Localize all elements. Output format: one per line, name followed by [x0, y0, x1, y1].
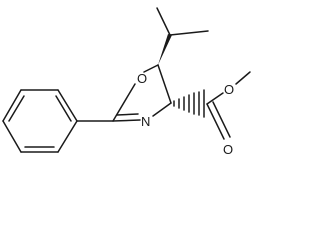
hashed-wedge-bond [173, 89, 205, 118]
bond-n3-c2-double [116, 113, 139, 116]
bond-carbonyl-ester-o [206, 92, 224, 105]
carbonyl-oxygen-label: O [223, 142, 233, 157]
bond-c4-n3 [152, 102, 172, 117]
oxazoline-ring [112, 64, 172, 122]
bond-o1-c5 [143, 64, 159, 73]
wedge-bond-c5-isopropyl [158, 34, 172, 65]
chemical-structure: O N O O [2, 7, 251, 157]
bond-ch-methyl-right [169, 30, 209, 36]
bond-carbonyl-double-2 [212, 101, 231, 138]
ring-nitrogen-label: N [141, 114, 150, 129]
ester-oxygen-label: O [224, 82, 234, 97]
bond-ch-methyl-left [156, 7, 171, 36]
isopropyl-group [156, 7, 209, 65]
ring-oxygen-label: O [137, 71, 147, 86]
bond-ester-o-methyl [235, 71, 251, 85]
phenyl-ring [2, 89, 114, 153]
bond-c2-o1 [112, 83, 136, 122]
methyl-ester-group [173, 71, 251, 140]
bond-n3-c2 [112, 119, 141, 122]
bond-carbonyl-double [206, 103, 225, 140]
bond-c5-c4 [157, 64, 172, 104]
